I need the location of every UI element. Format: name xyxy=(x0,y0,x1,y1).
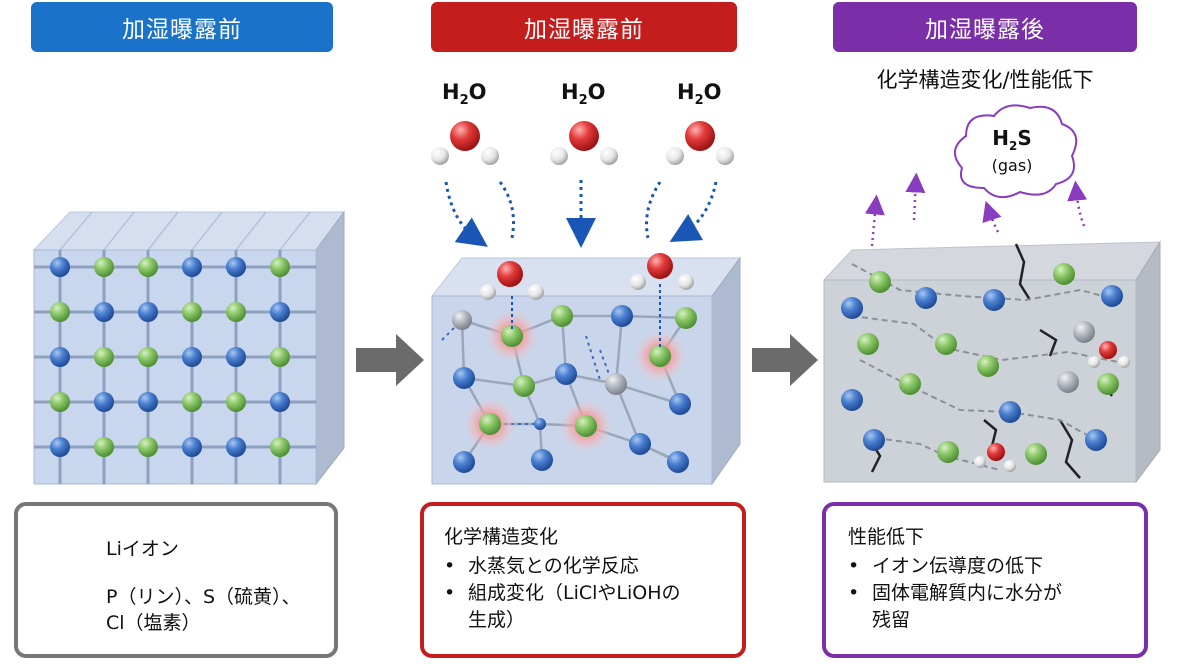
degradation-subtitle: 化学構造変化/性能低下 xyxy=(876,68,1094,92)
gas-release-arrows xyxy=(864,172,1088,247)
water-label-3: H2O xyxy=(677,80,722,109)
legend-li-label: Liイオン xyxy=(106,538,179,560)
cube-before-left xyxy=(32,210,345,486)
cube-before-mid xyxy=(430,253,741,486)
stage-header-before-left: 加湿曝露前 xyxy=(31,2,333,52)
h2s-label: H2S xyxy=(992,126,1032,153)
water-label-1: H2O xyxy=(442,80,487,109)
performance-drop-box: 性能低下 •イオン伝導度の低下 • 固体電解質内に水分が残留 xyxy=(822,502,1148,658)
performance-drop-title: 性能低下 xyxy=(848,526,925,548)
chemical-change-bullet-2: • 組成変化（LiClやLiOHの生成） xyxy=(444,582,681,631)
chemical-change-title: 化学構造変化 xyxy=(444,526,559,548)
water-molecule-2 xyxy=(550,121,618,165)
stage-header-after: 加湿曝露後 xyxy=(833,2,1137,52)
process-arrow-2 xyxy=(752,334,818,386)
h2s-cloud xyxy=(954,104,1078,199)
water-molecules xyxy=(431,121,734,248)
water-molecule-3 xyxy=(666,121,734,165)
performance-drop-bullet-2: • 固体電解質内に水分が残留 xyxy=(848,582,1063,631)
process-arrow-1 xyxy=(356,334,424,386)
h2s-gas-label: (gas) xyxy=(991,156,1033,175)
stage-header-before-mid: 加湿曝露前 xyxy=(431,2,737,52)
chemical-change-box: 化学構造変化 •水蒸気との化学反応 • 組成変化（LiClやLiOHの生成） xyxy=(420,502,746,658)
cube-after xyxy=(822,240,1161,484)
chemical-change-bullet-1: •水蒸気との化学反応 xyxy=(444,555,639,577)
water-label-2: H2O xyxy=(561,80,606,109)
legend-box: Liイオン P（リン）、S（硫黄）、 Cl（塩素） xyxy=(14,502,338,658)
water-molecule-1 xyxy=(431,121,499,165)
performance-drop-bullet-1: •イオン伝導度の低下 xyxy=(848,555,1044,577)
legend-anion-label: P（リン）、S（硫黄）、 Cl（塩素） xyxy=(106,586,301,634)
